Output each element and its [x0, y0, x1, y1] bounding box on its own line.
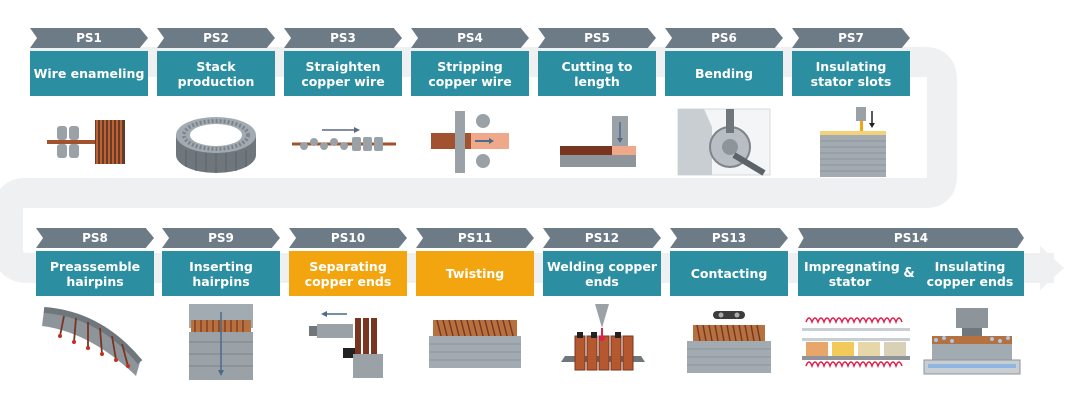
step-title: Wire enameling [30, 51, 148, 96]
separating-ends-icon [289, 302, 407, 382]
hairpin-insert-icon [162, 302, 280, 382]
step-title: Preassemble hairpins [36, 251, 154, 296]
step-ps9: PS9 Inserting hairpins [162, 228, 280, 382]
step-title: Separating copper ends [289, 251, 407, 296]
step-title-insulating-ends: Insulating copper ends [926, 258, 1014, 289]
bending-machine-icon [665, 102, 783, 182]
step-label: PS2 [157, 28, 275, 48]
twisting-icon [416, 302, 534, 382]
step-ps3: PS3 Straighten copper wire [284, 28, 402, 182]
step-ps4: PS4 Stripping copper wire [411, 28, 529, 182]
step-ps6: PS6 Bending [665, 28, 783, 182]
step-ps10: PS10 Separating copper ends [289, 228, 407, 382]
step-label: PS5 [538, 28, 656, 48]
slot-insulating-icon [792, 102, 910, 182]
step-label: PS14 [798, 228, 1024, 248]
step-title: Twisting [416, 251, 534, 296]
step-label: PS7 [792, 28, 910, 48]
step-ps13: PS13 Contacting [670, 228, 788, 382]
hairpin-nest-icon [36, 302, 154, 382]
step-ps12: PS12 Welding copper ends [543, 228, 661, 382]
step-ps7: PS7 Insulating stator slots [792, 28, 910, 182]
step-ps5: PS5 Cutting to length [538, 28, 656, 182]
welding-icon [543, 302, 661, 382]
step-label: PS8 [36, 228, 154, 248]
stripping-icon [411, 102, 529, 182]
step-title: Contacting [670, 251, 788, 296]
step-label: PS10 [289, 228, 407, 248]
stator-stack-icon [157, 102, 275, 182]
step-label: PS6 [665, 28, 783, 48]
step-label: PS12 [543, 228, 661, 248]
impregnating-oven-icon [802, 317, 910, 369]
step-title: Straighten copper wire [284, 51, 402, 96]
step-label: PS11 [416, 228, 534, 248]
step-title: Welding copper ends [543, 251, 661, 296]
step-title: Bending [665, 51, 783, 96]
step-label: PS13 [670, 228, 788, 248]
step-title: Stack production [157, 51, 275, 96]
step-label: PS3 [284, 28, 402, 48]
step-title: Cutting to length [538, 51, 656, 96]
cutting-icon [538, 102, 656, 182]
step-title: Stripping copper wire [411, 51, 529, 96]
step-ps14: PS14 Impregnating stator & Insulating co… [798, 228, 1024, 382]
ampersand: & [903, 266, 915, 281]
step-ps1: PS1 Wire enameling [30, 28, 148, 182]
step-label: PS9 [162, 228, 280, 248]
step-ps2: PS2 Stack production [157, 28, 275, 182]
step-ps11: PS11 Twisting [416, 228, 534, 382]
step-title: Insulating stator slots [792, 51, 910, 96]
step-label: PS4 [411, 28, 529, 48]
step-title: Inserting hairpins [162, 251, 280, 296]
contacting-icon [670, 302, 788, 382]
step-title-impregnating: Impregnating stator [804, 258, 900, 289]
wire-spool-icon [30, 102, 148, 182]
straightening-rollers-icon [284, 102, 402, 182]
step-title: Impregnating stator & Insulating copper … [798, 251, 1024, 296]
insulating-ends-icon [923, 308, 1021, 375]
step-ps8: PS8 Preassemble hairpins [36, 228, 154, 382]
step-label: PS1 [30, 28, 148, 48]
